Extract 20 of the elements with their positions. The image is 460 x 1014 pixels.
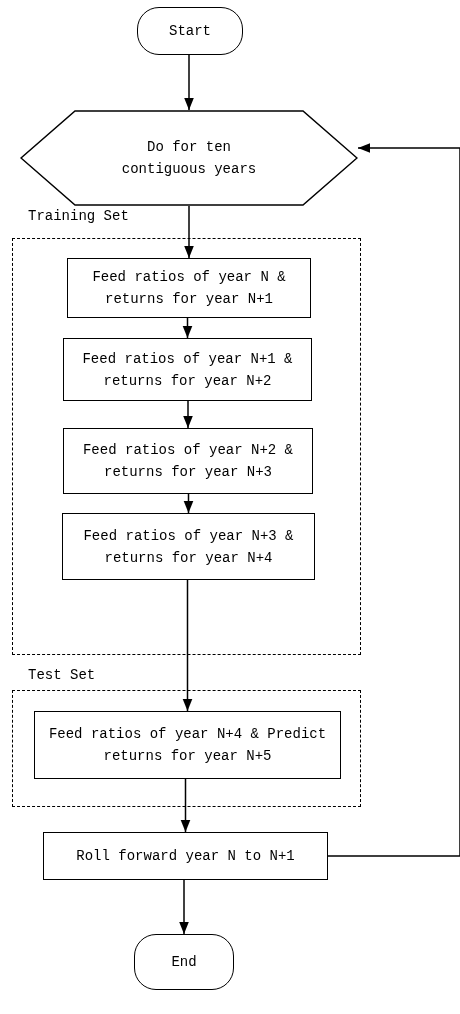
process-box: Feed ratios of year N+3 & returns for year N+4	[62, 513, 315, 580]
process-box: Feed ratios of year N+2 & returns for year N+3	[63, 428, 313, 494]
arrow	[182, 317, 193, 339]
arrow	[184, 205, 194, 259]
process-box: Feed ratios of year N+4 & Predict returns for year N+5	[34, 711, 341, 779]
process-box: Feed ratios of year N & returns for year N+1	[67, 258, 311, 318]
arrow	[179, 879, 189, 935]
arrow	[183, 493, 194, 514]
process-box: Feed ratios of year N+1 & returns for year N+2	[63, 338, 312, 401]
process-box: Roll forward year N to N+1	[43, 832, 328, 880]
arrow	[182, 579, 193, 712]
group-heading: Test Set	[28, 667, 96, 683]
group-heading: Training Set	[28, 208, 129, 224]
arrow	[184, 54, 194, 111]
arrow	[183, 400, 193, 429]
arrow	[327, 143, 460, 857]
terminator-shape: Start	[137, 7, 243, 55]
arrow	[180, 778, 191, 833]
terminator-shape: End	[134, 934, 234, 990]
loop-hexagon: Do for ten contiguous years	[20, 110, 358, 206]
